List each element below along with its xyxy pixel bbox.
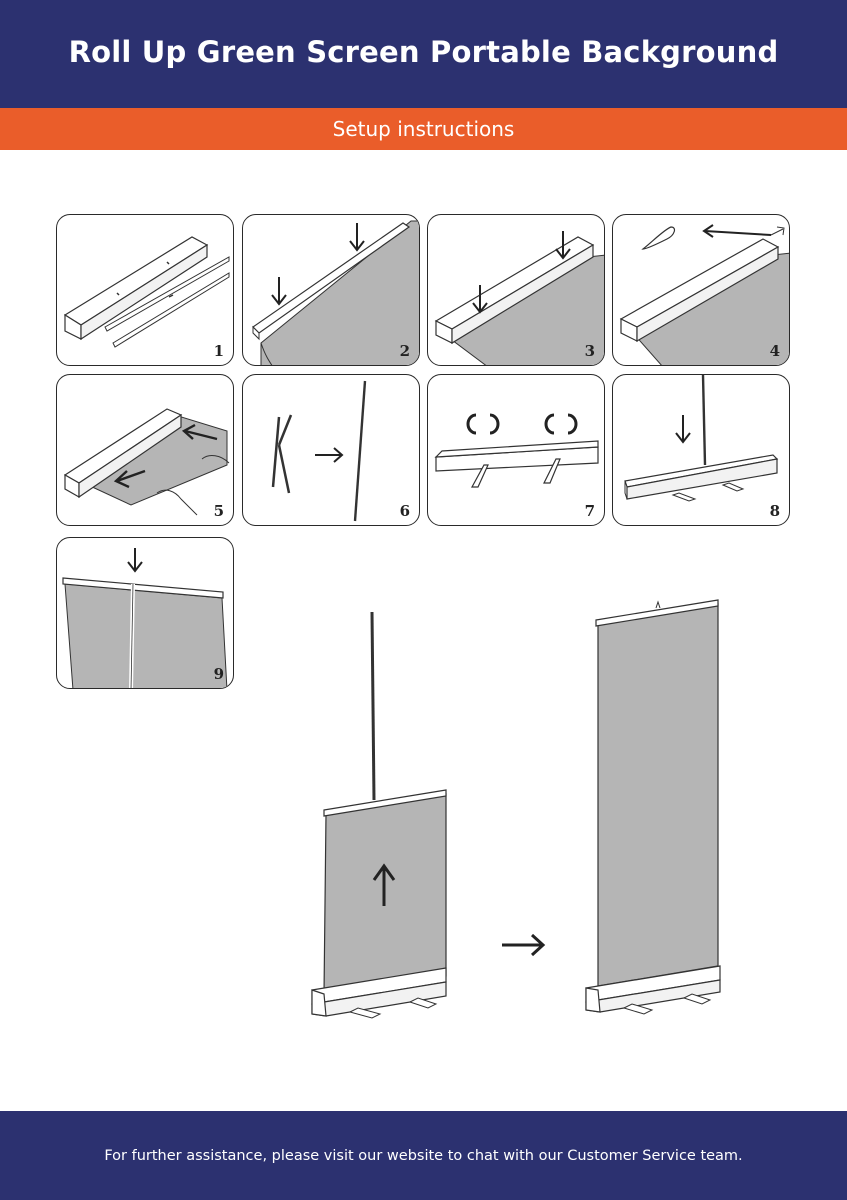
stand-half-raised-illustration	[311, 611, 447, 1019]
step-number: 8	[769, 502, 780, 520]
step-number: 7	[584, 502, 595, 520]
footer-banner: For further assistance, please visit our…	[0, 1111, 847, 1200]
step-8-panel: 8	[612, 374, 790, 526]
step-3-panel: 3	[427, 214, 605, 366]
step-5-panel: 5	[56, 374, 234, 526]
step-number: 5	[213, 502, 224, 520]
step-number: 3	[584, 342, 595, 360]
step-4-illustration	[619, 224, 789, 365]
step-9-illustration	[62, 548, 228, 688]
step-number: 6	[399, 502, 410, 520]
step-6-illustration	[271, 380, 367, 522]
header-banner: Roll Up Green Screen Portable Background	[0, 0, 847, 108]
stand-fully-raised-illustration	[585, 599, 721, 1015]
step-1-illustration	[63, 236, 230, 348]
step-7-illustration	[434, 413, 599, 488]
step-number: 9	[213, 665, 224, 683]
step-2-panel: 2	[242, 214, 420, 366]
footer-text: For further assistance, please visit our…	[104, 1147, 743, 1164]
step-number: 4	[769, 342, 780, 360]
step-2-illustration	[252, 220, 419, 365]
section-title: Setup instructions	[332, 117, 515, 141]
step-8-illustration	[624, 375, 779, 502]
step-number: 2	[399, 342, 410, 360]
step-7-panel: 7	[427, 374, 605, 526]
step-6-panel: 6	[242, 374, 420, 526]
page-title: Roll Up Green Screen Portable Background	[68, 35, 779, 69]
step-3-illustration	[434, 231, 604, 365]
step-number: 1	[213, 342, 224, 360]
step-5-illustration	[63, 408, 230, 516]
arrow-right-icon	[502, 933, 546, 957]
subheader-banner: Setup instructions	[0, 108, 847, 150]
step-1-panel: 1	[56, 214, 234, 366]
step-9-panel: 9	[56, 537, 234, 689]
step-4-panel: 4	[612, 214, 790, 366]
